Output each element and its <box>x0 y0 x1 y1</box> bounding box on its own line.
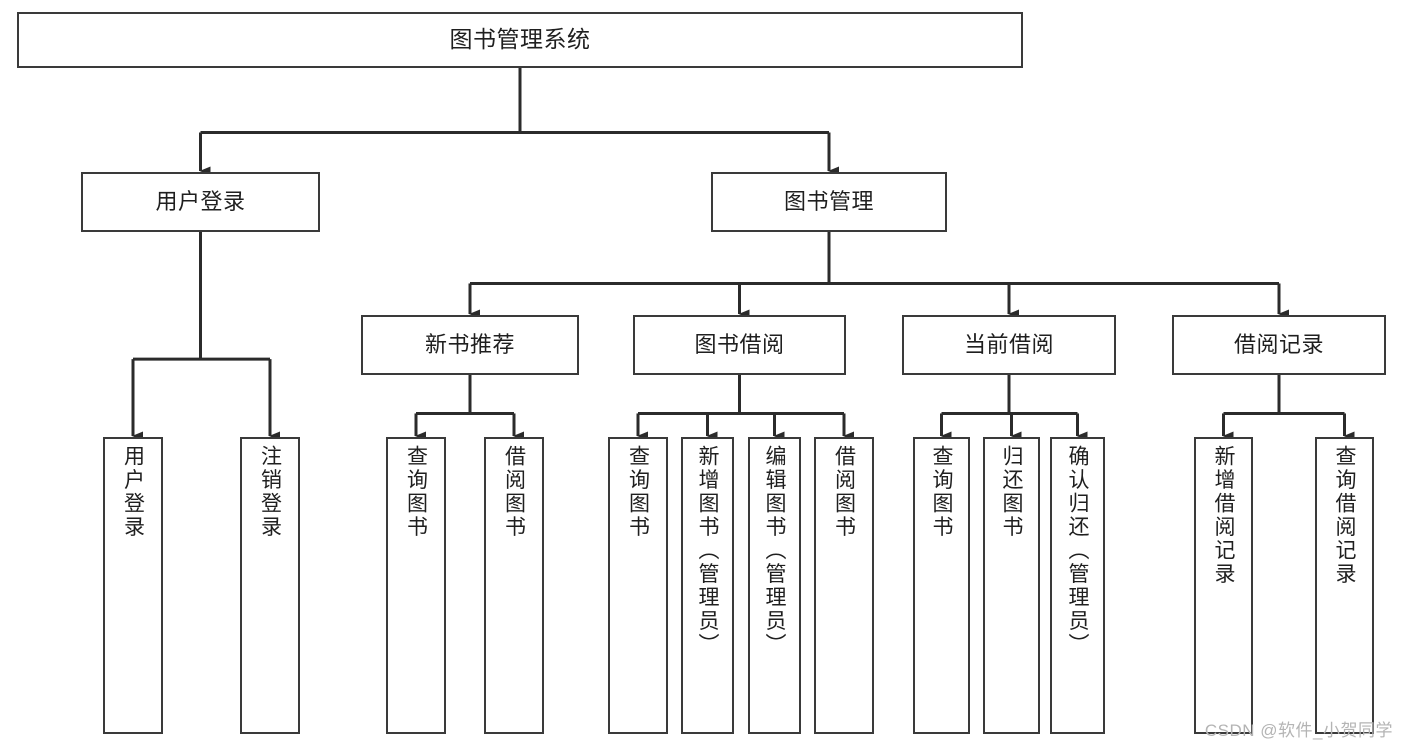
node-label: 借阅图书 <box>502 445 526 539</box>
node-label: 注销登录 <box>258 445 282 539</box>
node-label: 查询图书 <box>404 445 428 539</box>
node-label: 确认归还（管理员） <box>1066 445 1089 657</box>
node-label: 图书借阅 <box>694 331 785 357</box>
node-leaf-rc-add[interactable]: 新增借阅记录 <box>1194 437 1253 734</box>
node-label: 查询图书 <box>930 445 953 539</box>
node-leaf-cu-return[interactable]: 归还图书 <box>983 437 1040 734</box>
node-leaf-bo-query[interactable]: 查询图书 <box>608 437 668 734</box>
connector-lines <box>131 68 1355 441</box>
node-label: 图书管理系统 <box>449 26 591 53</box>
node-label: 查询借阅记录 <box>1333 445 1356 586</box>
node-label: 用户登录 <box>121 445 145 539</box>
node-leaf-user-login[interactable]: 用户登录 <box>103 437 163 734</box>
node-label: 当前借阅 <box>963 331 1054 357</box>
node-leaf-cu-query[interactable]: 查询图书 <box>913 437 970 734</box>
node-bookmgmt[interactable]: 图书管理 <box>711 172 947 232</box>
node-leaf-bo-add[interactable]: 新增图书（管理员） <box>681 437 734 734</box>
node-label: 查询图书 <box>626 445 650 539</box>
node-label: 用户登录 <box>155 188 246 214</box>
node-root[interactable]: 图书管理系统 <box>17 12 1023 68</box>
node-borrow[interactable]: 图书借阅 <box>633 315 846 375</box>
node-current[interactable]: 当前借阅 <box>902 315 1116 375</box>
node-login[interactable]: 用户登录 <box>81 172 320 232</box>
node-label: 新增图书（管理员） <box>696 445 719 657</box>
node-leaf-nb-query[interactable]: 查询图书 <box>386 437 446 734</box>
node-leaf-bo-edit[interactable]: 编辑图书（管理员） <box>748 437 801 734</box>
node-leaf-user-logout[interactable]: 注销登录 <box>240 437 300 734</box>
node-records[interactable]: 借阅记录 <box>1172 315 1386 375</box>
node-label: 编辑图书（管理员） <box>763 445 786 657</box>
node-label: 图书管理 <box>783 188 874 214</box>
watermark-label: CSDN @软件_小贺同学 <box>1204 721 1393 740</box>
node-leaf-rc-query[interactable]: 查询借阅记录 <box>1315 437 1374 734</box>
node-leaf-cu-confirm[interactable]: 确认归还（管理员） <box>1050 437 1105 734</box>
node-label: 借阅记录 <box>1233 331 1324 357</box>
node-label: 新增借阅记录 <box>1212 445 1235 586</box>
node-newbook[interactable]: 新书推荐 <box>361 315 579 375</box>
node-leaf-bo-borrow[interactable]: 借阅图书 <box>814 437 874 734</box>
node-label: 归还图书 <box>1000 445 1023 539</box>
node-label: 借阅图书 <box>832 445 856 539</box>
node-label: 新书推荐 <box>424 331 515 357</box>
node-leaf-nb-borrow[interactable]: 借阅图书 <box>484 437 544 734</box>
